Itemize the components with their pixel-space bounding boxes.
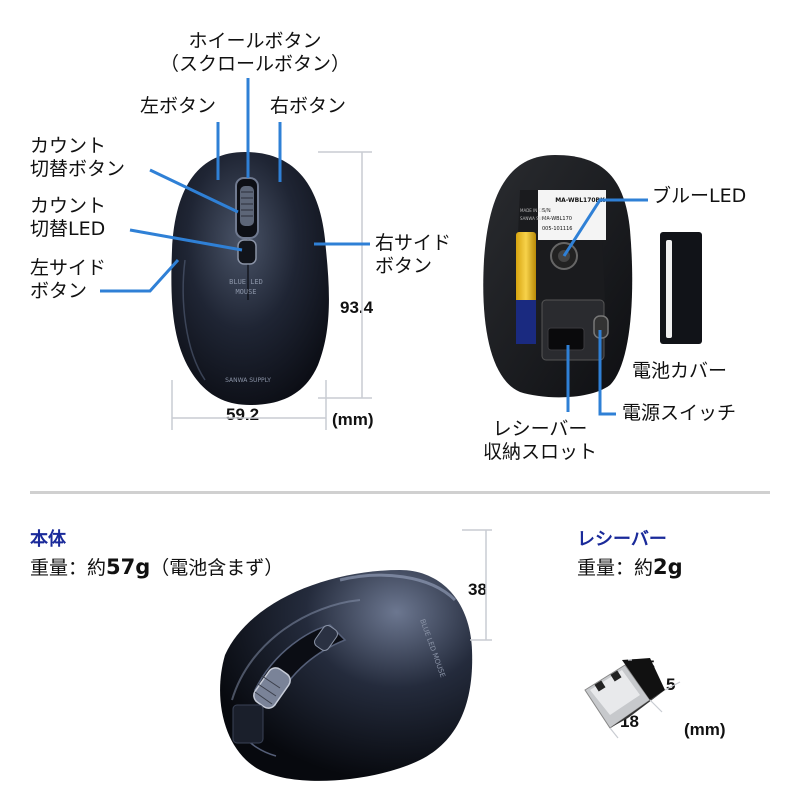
mouse-logo: SANWA SUPPLY: [225, 377, 271, 384]
count-switch-button-label: カウント 切替ボタン: [30, 135, 126, 180]
dimension-lines: [171, 151, 372, 430]
left-button-label: 左ボタン: [140, 95, 217, 117]
leader-lines: [100, 78, 370, 293]
power-switch-label: 電源スイッチ: [622, 402, 737, 424]
body-section-title: 本体: [30, 529, 66, 550]
svg-text:005-101116: 005-101116: [542, 226, 572, 232]
svg-text:BLUE LED: BLUE LED: [229, 278, 263, 286]
svg-text:MA-WBL170BK: MA-WBL170BK: [555, 197, 605, 204]
left-side-button-label: 左サイド ボタン: [30, 257, 107, 302]
mouse-height-dimension: 93.4: [340, 298, 374, 317]
unit-label: (mm): [332, 410, 374, 429]
svg-text:SANWA SUPPLY: SANWA SUPPLY: [520, 216, 551, 221]
usb-receiver: [584, 658, 665, 729]
mouse-width-dimension: 59.2: [226, 405, 260, 424]
body-weight: 重量：約57g（電池含まず）: [30, 555, 284, 579]
unit-label-2: (mm): [684, 720, 726, 739]
svg-text:MA-WBL170: MA-WBL170: [542, 216, 572, 222]
mouse-top-view: BLUE LED MOUSE SANWA SUPPLY: [171, 152, 329, 405]
mouse-side-view: BLUE LED MOUSE: [220, 570, 473, 781]
receiver-weight: 重量：約2g: [577, 555, 683, 579]
receiver-dim-5: 5: [666, 675, 676, 694]
right-side-button-label: 右サイド ボタン: [375, 232, 452, 277]
blue-led-label: ブルーLED: [652, 185, 747, 207]
battery-cover-label: 電池カバー: [632, 360, 728, 382]
section-divider: [30, 491, 770, 494]
svg-text:MOUSE: MOUSE: [235, 288, 256, 296]
mouse-depth-dimension: 38: [468, 580, 487, 599]
svg-text:MADE IN CHINA: MADE IN CHINA: [520, 208, 551, 213]
count-switch-led-label: カウント 切替LED: [30, 195, 107, 240]
mouse-bottom-view: MA-WBL170BK S/N MA-WBL170 005-101116 MAD…: [483, 155, 633, 398]
receiver-section-title: レシーバー: [577, 529, 667, 550]
battery-cover-part: [660, 232, 702, 344]
right-button-label: 右ボタン: [270, 95, 347, 117]
svg-text:S/N: S/N: [542, 208, 551, 214]
wheel-button-label: ホイールボタン （スクロールボタン）: [159, 30, 350, 75]
receiver-slot-label: レシーバー 収納スロット: [482, 418, 597, 463]
